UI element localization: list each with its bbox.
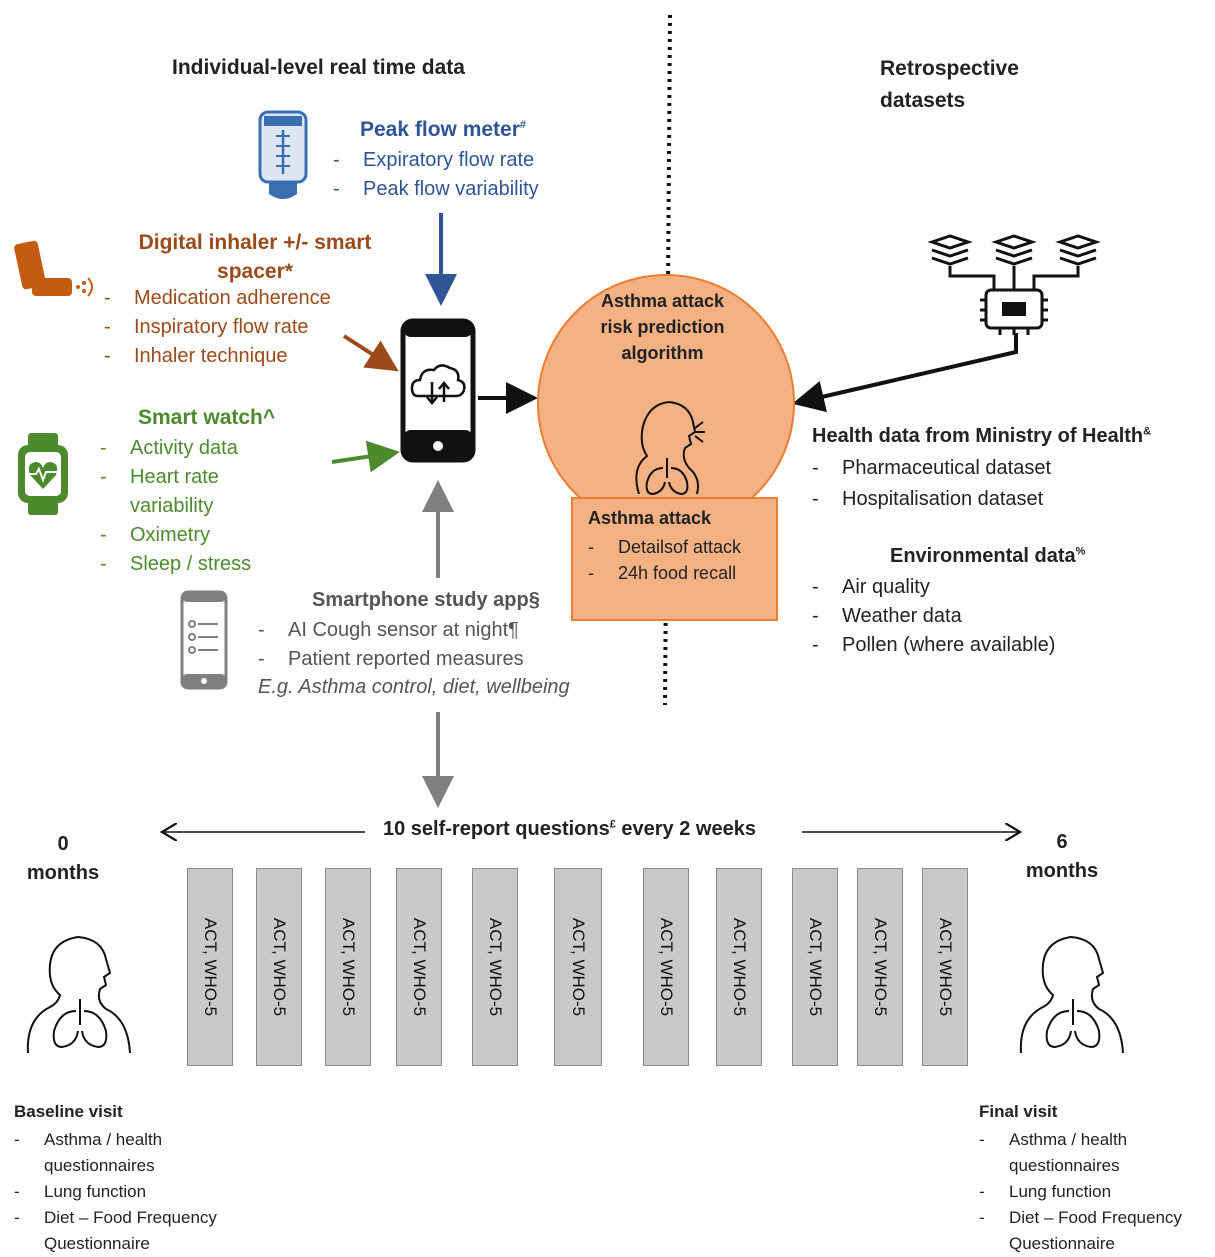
asthma-attack-item: 24h food recall — [588, 560, 768, 586]
peak-flow-title: Peak flow meter# — [360, 118, 527, 141]
inhaler-list: Medication adherence Inspiratory flow ra… — [104, 284, 331, 371]
final-item: Lung function — [979, 1179, 1211, 1205]
app-list: AI Cough sensor at night¶ Patient report… — [258, 616, 524, 674]
asthma-attack-title: Asthma attack — [588, 508, 712, 528]
questionnaire-bar-label: ACT, WHO-5 — [730, 917, 749, 1017]
questionnaire-bar: ACT, WHO-5 — [643, 868, 689, 1066]
app-item: AI Cough sensor at night¶ — [258, 616, 524, 645]
watch-title: Smart watch^ — [138, 406, 276, 429]
watch-arrow — [331, 440, 400, 473]
questionnaire-bar-label: ACT, WHO-5 — [270, 917, 289, 1017]
ministry-item: Pharmaceutical dataset — [812, 453, 1051, 484]
ministry-title: Health data from Ministry of Health& — [812, 425, 1152, 447]
baseline-title: Baseline visit — [14, 1102, 123, 1121]
inhaler-item: Medication adherence — [104, 284, 331, 313]
questionnaire-bar-label: ACT, WHO-5 — [806, 917, 825, 1017]
final-list: Asthma / health questionnaires Lung func… — [979, 1127, 1211, 1257]
watch-list: Activity data Heart rate variability Oxi… — [100, 434, 290, 579]
questionnaire-bar-label: ACT, WHO-5 — [201, 917, 220, 1017]
ministry-list: Pharmaceutical dataset Hospitalisation d… — [812, 453, 1051, 515]
app-example: E.g. Asthma control, diet, wellbeing — [258, 676, 570, 698]
questionnaire-bar: ACT, WHO-5 — [716, 868, 762, 1066]
database-chip-icon — [928, 234, 1101, 335]
baseline-item: Asthma / health questionnaires — [14, 1127, 264, 1179]
peak-flow-item: Peak flow variability — [333, 175, 539, 204]
final-item: Diet – Food Frequency Questionnaire — [979, 1205, 1211, 1257]
person-lungs-icon — [635, 400, 705, 496]
inhaler-item: Inspiratory flow rate — [104, 313, 331, 342]
baseline-item: Diet – Food Frequency Questionnaire — [14, 1205, 264, 1257]
questionnaire-bar: ACT, WHO-5 — [187, 868, 233, 1066]
watch-item: Sleep / stress — [100, 550, 290, 579]
watch-item: Oximetry — [100, 521, 290, 550]
environment-item: Pollen (where available) — [812, 631, 1055, 660]
inhaler-item: Inhaler technique — [104, 342, 331, 371]
final-title: Final visit — [979, 1102, 1058, 1121]
peak-flow-meter-icon — [258, 110, 308, 199]
smart-watch-icon — [18, 433, 68, 515]
questionnaire-bar: ACT, WHO-5 — [472, 868, 518, 1066]
environment-title: Environmental data% — [890, 545, 1086, 567]
questionnaire-bar: ACT, WHO-5 — [396, 868, 442, 1066]
questionnaire-bar-label: ACT, WHO-5 — [486, 917, 505, 1017]
app-item: Patient reported measures — [258, 645, 524, 674]
final-item: Asthma / health questionnaires — [979, 1127, 1211, 1179]
asthma-attack-list: Detailsof attack 24h food recall — [588, 534, 768, 586]
inhaler-arrow — [342, 334, 399, 372]
watch-item: Heart rate variability — [100, 463, 290, 521]
baseline-item: Lung function — [14, 1179, 264, 1205]
questionnaire-bar-label: ACT, WHO-5 — [657, 917, 676, 1017]
environment-item: Weather data — [812, 602, 1055, 631]
retrospective-heading: Retrospective datasets — [880, 57, 1019, 112]
app-title: Smartphone study app§ — [312, 589, 540, 611]
algorithm-title: Asthma attack risk prediction algorithm — [600, 291, 725, 363]
questionnaire-bar: ACT, WHO-5 — [792, 868, 838, 1066]
environment-item: Air quality — [812, 573, 1055, 602]
questionnaire-bar: ACT, WHO-5 — [922, 868, 968, 1066]
baseline-person-lungs-icon — [26, 935, 131, 1054]
study-app-phone-icon — [180, 590, 228, 690]
digital-inhaler-icon — [14, 240, 93, 297]
inhaler-title: Digital inhaler +/- smart spacer* — [138, 231, 372, 283]
environment-list: Air quality Weather data Pollen (where a… — [812, 573, 1055, 660]
asthma-attack-item: Detailsof attack — [588, 534, 768, 560]
questionnaire-bar-label: ACT, WHO-5 — [871, 917, 890, 1017]
questionnaire-bar: ACT, WHO-5 — [554, 868, 602, 1066]
questionnaire-bar: ACT, WHO-5 — [857, 868, 903, 1066]
questionnaire-bar-label: ACT, WHO-5 — [410, 917, 429, 1017]
smartphone-cloud-icon — [400, 318, 476, 463]
questionnaire-bar-label: ACT, WHO-5 — [936, 917, 955, 1017]
peak-flow-item: Expiratory flow rate — [333, 146, 539, 175]
ministry-item: Hospitalisation dataset — [812, 484, 1051, 515]
final-person-lungs-icon — [1019, 935, 1124, 1054]
questionnaire-bar: ACT, WHO-5 — [325, 868, 371, 1066]
baseline-list: Asthma / health questionnaires Lung func… — [14, 1127, 264, 1257]
questionnaire-bar-label: ACT, WHO-5 — [339, 917, 358, 1017]
peak-flow-list: Expiratory flow rate Peak flow variabili… — [333, 146, 539, 204]
watch-item: Activity data — [100, 434, 290, 463]
questionnaire-bar-label: ACT, WHO-5 — [569, 917, 588, 1017]
realtime-heading: Individual-level real time data — [172, 56, 465, 79]
timeline-label: 10 self-report questions£ every 2 weeks — [383, 818, 756, 840]
datasets-to-algorithm-arrow — [792, 333, 1018, 413]
questionnaire-bar: ACT, WHO-5 — [256, 868, 302, 1066]
